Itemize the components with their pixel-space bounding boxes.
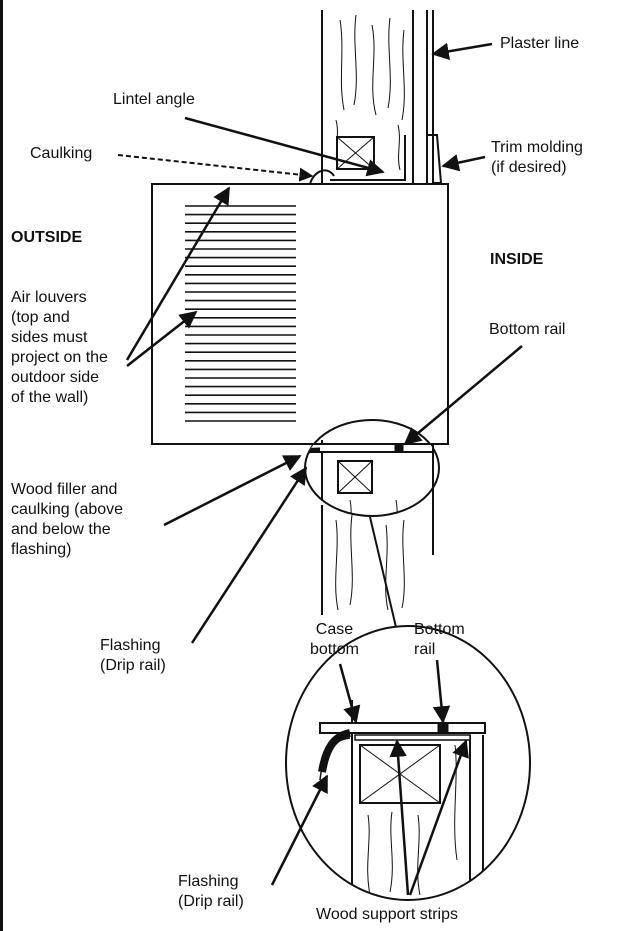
label-plaster-line: Plaster line [500, 35, 580, 52]
label-bottom-rail-detail: Bottom rail [414, 620, 465, 660]
label-wood-filler: Wood filler and caulking (above and belo… [11, 480, 123, 560]
label-flashing-upper: Flashing (Drip rail) [100, 636, 166, 676]
label-caulking: Caulking [30, 145, 93, 162]
label-flashing-upper-line-2: (Drip rail) [100, 657, 166, 674]
leader-lines [117, 42, 523, 896]
label-trim-molding: Trim molding (if desired) [491, 138, 583, 178]
label-bottom-rail: Bottom rail [489, 321, 566, 338]
enlarged-detail [285, 625, 531, 901]
label-air-louvers-line-3: sides must [11, 329, 88, 346]
label-air-louvers-line-5: outdoor side [11, 369, 100, 386]
label-bottom-rail-detail-line-1: Bottom [414, 621, 465, 638]
label-trim-molding-line-2: (if desired) [491, 159, 567, 176]
label-air-louvers: Air louvers (top and sides must project … [11, 288, 108, 408]
label-trim-molding-line-1: Trim molding [491, 139, 583, 156]
label-case-bottom: Case bottom [310, 620, 359, 660]
label-flashing-lower: Flashing (Drip rail) [178, 872, 244, 912]
ac-unit-case [151, 183, 449, 445]
label-wood-filler-line-2: caulking (above [11, 501, 124, 518]
label-case-bottom-line-1: Case [315, 621, 354, 638]
label-lintel-angle: Lintel angle [113, 91, 195, 108]
bottom-detail-callout [304, 419, 440, 517]
label-case-bottom-line-2: bottom [310, 641, 359, 658]
label-air-louvers-line-1: Air louvers [11, 289, 87, 306]
label-air-louvers-line-4: project on the [11, 349, 108, 366]
wall-upper [309, 10, 443, 185]
label-bottom-rail-detail-line-2: rail [414, 641, 436, 658]
label-air-louvers-line-6: of the wall) [11, 389, 89, 406]
label-outside: OUTSIDE [11, 229, 83, 246]
label-wood-support-strips: Wood support strips [316, 906, 458, 923]
label-air-louvers-line-2: (top and [11, 309, 70, 326]
label-inside: INSIDE [490, 251, 544, 268]
label-wood-filler-line-3: and below the [11, 521, 111, 538]
label-wood-filler-line-1: Wood filler and [11, 481, 118, 498]
label-flashing-lower-line-2: (Drip rail) [178, 893, 244, 910]
label-wood-filler-line-4: flashing) [11, 541, 72, 558]
label-flashing-lower-line-1: Flashing [178, 873, 239, 890]
label-flashing-upper-line-1: Flashing [100, 637, 161, 654]
